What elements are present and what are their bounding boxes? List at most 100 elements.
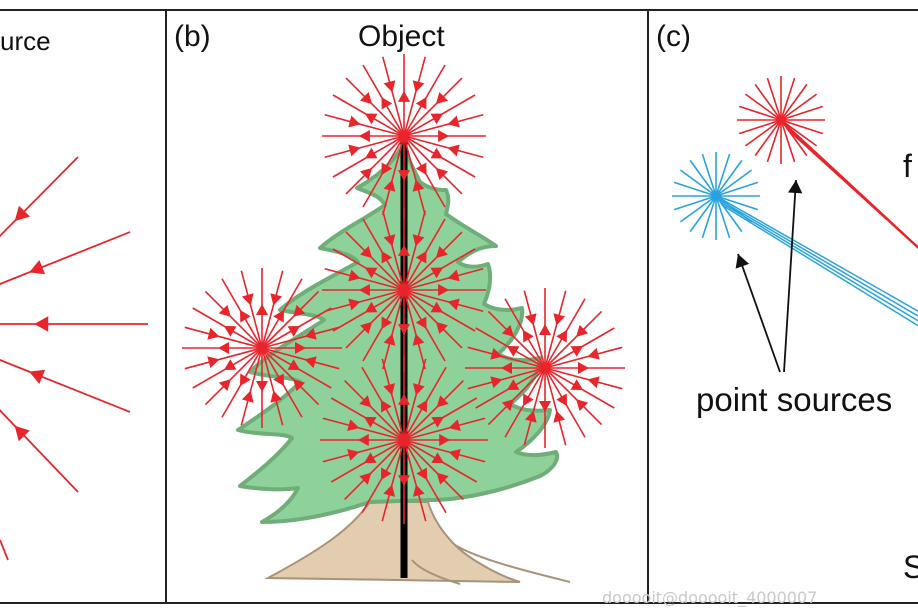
panel-a-rays [0, 156, 148, 561]
tree-burst-arrowhead [538, 401, 552, 412]
tree-burst-arrowhead [490, 376, 503, 389]
panel-a: urce [0, 26, 148, 561]
panel-a-ray [0, 231, 131, 285]
tree-burst-arrowhead [241, 293, 254, 306]
tree-burst-arrowhead [490, 347, 503, 360]
tree-burst-arrowhead [397, 170, 411, 182]
tree-burst-arrowhead [348, 144, 361, 157]
tree-burst-arrowhead [587, 376, 600, 389]
tree-burst-ray [523, 290, 546, 369]
panel-a-ray [0, 156, 79, 238]
tree-burst-arrowhead [241, 390, 254, 403]
tree-burst-arrowhead [415, 162, 427, 176]
tree-burst-ray [345, 77, 405, 137]
tree-burst-arrowhead [435, 92, 448, 105]
tree-burst-arrowhead [447, 144, 460, 157]
red-point-source-ray [754, 119, 782, 157]
tree-burst-arrowhead [218, 304, 231, 317]
tree-burst-ray [467, 367, 546, 390]
tree-burst-arrowhead [397, 475, 411, 487]
tree-burst-arrowhead [218, 341, 229, 355]
tree-burst-arrowhead [412, 234, 425, 247]
tree-burst-arrowhead [439, 433, 451, 447]
tree-burst-arrowhead [223, 326, 237, 337]
tree-burst-ray [403, 289, 484, 312]
tree-burst-arrowhead [412, 333, 425, 346]
tree-burst-arrowhead [381, 250, 393, 264]
tree-burst-arrowhead [364, 301, 378, 313]
pointer-arrowhead [735, 254, 750, 269]
tree-burst-arrowhead [416, 399, 428, 413]
tree-burst-ray [523, 367, 546, 446]
tree-burst-arrowhead [363, 416, 377, 428]
tree-burst-ray [261, 270, 284, 349]
panel-c-edge-letter-bottom: S [903, 549, 918, 585]
tree-burst-arrowhead [383, 80, 396, 93]
panel-a-ray [0, 539, 9, 561]
red-point-source-ray [766, 119, 782, 163]
tree-burst-arrowhead [348, 298, 361, 311]
tree-burst-arrowhead [295, 341, 306, 355]
tree-burst-arrowhead [416, 467, 428, 481]
tree-burst-ray [403, 268, 484, 291]
blue-point-source-ray [715, 181, 759, 197]
red-beam-line [784, 125, 918, 249]
tree-burst-ray [240, 270, 263, 349]
tree-burst-arrowhead [506, 346, 520, 357]
tree-burst-arrowhead [438, 283, 450, 297]
tree-burst-arrowhead [570, 379, 584, 390]
tree-burst-arrowhead [383, 234, 396, 247]
tree-burst-ray [324, 135, 405, 158]
red-point-source-ray [780, 93, 818, 121]
tree-burst-arrowhead [412, 179, 425, 192]
tree-burst-ray [487, 367, 546, 426]
tree-burst-arrowhead [360, 321, 373, 334]
tree-burst-ray [403, 289, 463, 349]
tree-burst-arrowhead [436, 395, 449, 408]
tree-burst-arrowhead [358, 129, 370, 143]
tree-burst-ray [403, 135, 463, 195]
tree-burst-ray [544, 290, 567, 369]
red-point-source-ray [744, 93, 782, 121]
blue-point-source-ray [701, 195, 717, 239]
blue-point-source-ray [715, 153, 731, 197]
tree-burst-ray [403, 210, 426, 291]
panel-c-edge-letter-top: f [903, 148, 912, 184]
tree-burst-arrowhead [273, 373, 284, 387]
tree-burst-arrowhead [576, 324, 589, 337]
blue-point-source-ray [715, 195, 759, 211]
tree-burst-ray [322, 439, 405, 463]
red-point-source-ray [766, 77, 782, 121]
blue-point-source-ray [673, 195, 717, 211]
tree-burst-arrowhead [293, 304, 306, 317]
tree-burst-arrowhead [360, 246, 373, 259]
panel-b-label: (b) [174, 20, 211, 53]
tree-burst-arrowhead [506, 379, 520, 390]
tree-burst-ray [261, 347, 320, 406]
blue-point-source-ray [679, 169, 717, 197]
tree-burst-ray [403, 358, 427, 441]
panel-a-arrowhead [29, 259, 46, 275]
red-point-source-ray [754, 83, 782, 121]
tree-burst-arrowhead [576, 399, 589, 412]
panel-a-arrowhead [14, 205, 30, 222]
blue-point-source-ray [715, 159, 743, 197]
tree-burst-arrowhead [415, 250, 427, 264]
tree-burst-arrowhead [240, 309, 251, 323]
panel-frames [0, 9, 918, 604]
tree-burst-ray [403, 380, 464, 441]
tree-burst-ray [345, 135, 405, 195]
red-point-source-ray [738, 105, 782, 121]
tree-burst-arrowhead [360, 92, 373, 105]
tree-burst-ray [382, 210, 405, 291]
tree-burst-arrowhead [553, 410, 566, 423]
red-point-source-ray [780, 105, 824, 121]
tree-burst-arrowhead [348, 269, 361, 282]
tree-burst-arrowhead [448, 448, 461, 461]
tree-burst-arrowhead [415, 316, 427, 330]
blue-beam-line [715, 195, 918, 313]
tree-burst-arrowhead [447, 115, 460, 128]
tree-burst-arrowhead [273, 309, 284, 323]
tree-burst-arrowhead [523, 329, 534, 343]
tree-burst-arrowhead [347, 448, 360, 461]
